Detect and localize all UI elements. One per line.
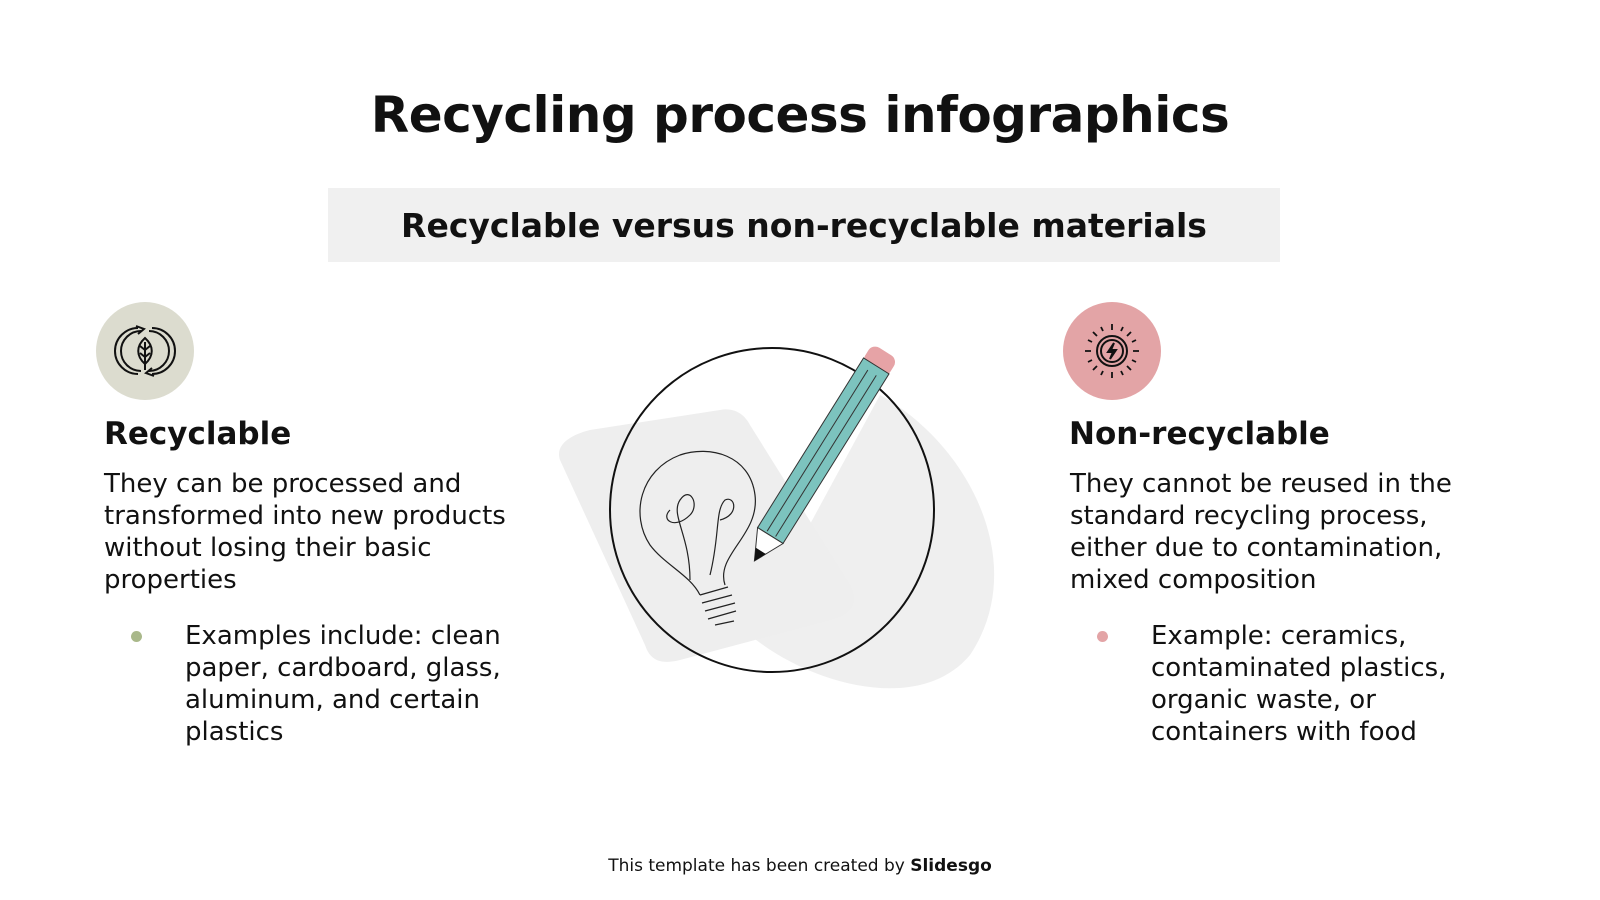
paper-sheet <box>559 409 854 662</box>
recyclable-examples: Examples include: clean paper, cardboard… <box>185 621 501 747</box>
footer-credit: This template has been created by Slides… <box>0 856 1600 876</box>
non-recyclable-examples: Example: ceramics, contaminated plastics… <box>1151 621 1447 747</box>
recyclable-description: They can be processed and transformed in… <box>104 469 506 595</box>
recyclable-heading: Recyclable <box>104 416 292 452</box>
lightbulb-icon <box>639 450 756 626</box>
bullet-dot <box>1097 631 1108 642</box>
pencil-icon <box>753 346 895 562</box>
non-recyclable-description: They cannot be reused in the standard re… <box>1070 469 1452 595</box>
recycle-leaf-icon <box>96 302 194 400</box>
sun-bolt-icon <box>1063 302 1161 400</box>
lightbulb-pencil-illustration <box>559 346 995 689</box>
footer-text: This template has been created by <box>608 856 911 876</box>
footer-brand-link[interactable]: Slidesgo <box>910 856 992 876</box>
outline-circle <box>609 347 935 673</box>
page-title: Recycling process infographics <box>370 86 1230 144</box>
bullet-dot <box>131 631 142 642</box>
subtitle-banner: Recyclable versus non-recyclable materia… <box>328 188 1280 262</box>
non-recyclable-heading: Non-recyclable <box>1069 416 1330 452</box>
subtitle: Recyclable versus non-recyclable materia… <box>401 205 1207 245</box>
